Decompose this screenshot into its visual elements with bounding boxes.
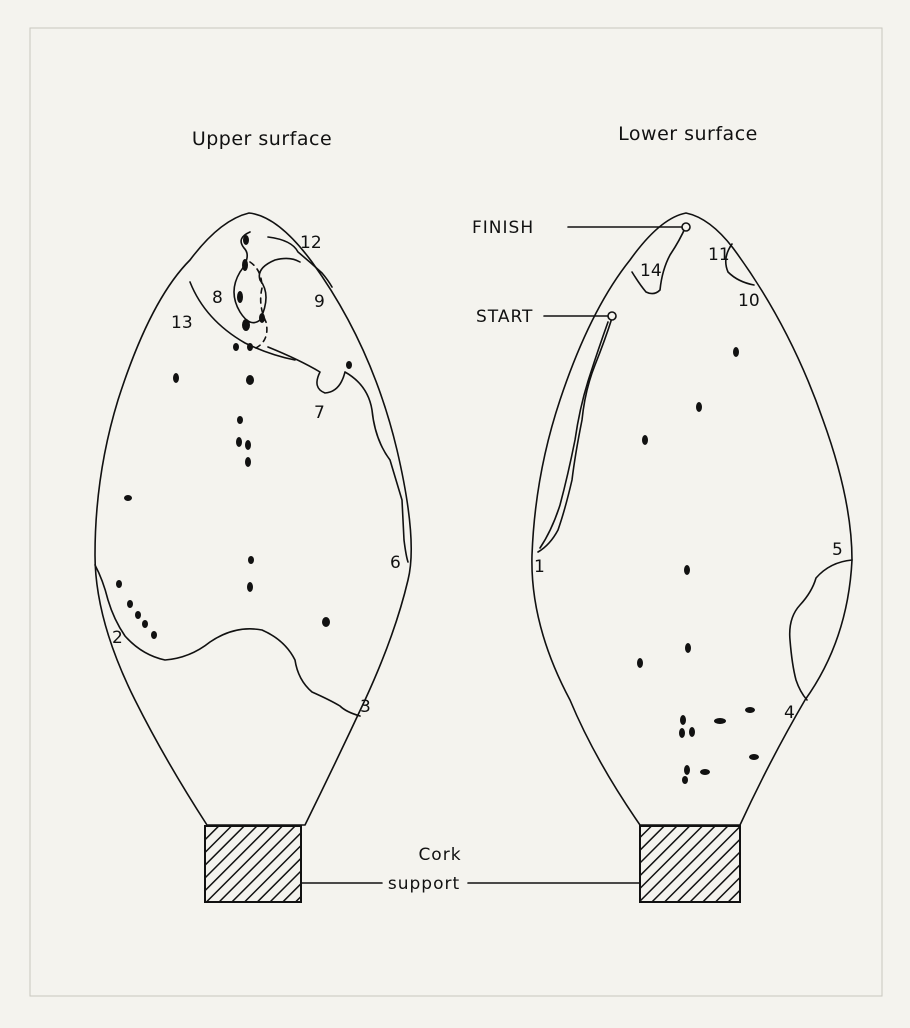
defect-dot: [247, 582, 253, 592]
upper-number-13: 13: [171, 313, 193, 333]
defect-dot: [679, 728, 685, 738]
defect-dot: [245, 440, 251, 450]
defect-dot: [124, 495, 132, 501]
defect-dot: [733, 347, 739, 357]
cork-label-line1: Cork: [418, 845, 461, 865]
defect-dot: [237, 291, 243, 303]
defect-dot: [248, 556, 254, 564]
upper-number-8: 8: [212, 288, 223, 308]
defect-dot: [242, 259, 248, 271]
defect-dot: [127, 600, 133, 608]
lower-boundary-4-5: [790, 560, 852, 700]
defect-dot: [142, 620, 148, 628]
lower-number-14: 14: [640, 261, 662, 281]
defect-dot: [745, 707, 755, 713]
upper-surface-specimen: 12 8 9 13 7 6 2 3: [95, 213, 411, 902]
defect-dot: [684, 565, 690, 575]
finish-marker: [682, 223, 690, 231]
defect-dot: [259, 313, 265, 323]
lower-boundary-10-11: [726, 244, 754, 285]
defect-dot: [242, 319, 250, 331]
defect-dot: [682, 776, 688, 784]
defect-dot: [236, 437, 242, 447]
defect-dot: [637, 658, 643, 668]
upper-number-12: 12: [300, 233, 322, 253]
defect-dot: [642, 435, 648, 445]
lower-cork-support: [640, 826, 740, 902]
upper-boundary-8: [234, 232, 300, 323]
defect-dot: [346, 361, 352, 369]
start-label: START: [476, 307, 533, 327]
defect-dot: [689, 727, 695, 737]
defect-dot: [233, 343, 239, 351]
finish-label: FINISH: [472, 218, 534, 238]
upper-cork-support: [205, 826, 301, 902]
defect-dot: [700, 769, 710, 775]
lower-number-4: 4: [784, 703, 795, 723]
upper-number-3: 3: [360, 697, 371, 717]
lower-surface-title: Lower surface: [618, 123, 758, 145]
start-marker: [608, 312, 616, 320]
lower-boundary-14: [632, 226, 686, 294]
lower-number-10: 10: [738, 291, 760, 311]
upper-boundary-8-dashed: [250, 262, 267, 348]
defect-dot: [135, 611, 141, 619]
defect-dot: [322, 617, 330, 627]
defect-dot: [245, 457, 251, 467]
defect-dot: [714, 718, 726, 724]
upper-surface-title: Upper surface: [192, 128, 332, 150]
lower-defect-dots: [637, 347, 759, 784]
defect-dot: [237, 416, 243, 424]
lower-number-5: 5: [832, 540, 843, 560]
lower-number-1: 1: [534, 557, 545, 577]
defect-dot: [246, 375, 254, 385]
defect-dot: [151, 631, 157, 639]
cork-label-line2: support: [388, 874, 460, 894]
upper-specimen-outline: [95, 213, 411, 825]
defect-dot: [696, 402, 702, 412]
upper-number-9: 9: [314, 292, 325, 312]
defect-dot: [684, 765, 690, 775]
upper-boundary-7: [268, 347, 408, 562]
defect-dot: [247, 343, 253, 351]
upper-number-6: 6: [390, 553, 401, 573]
defect-dot: [685, 643, 691, 653]
defect-dot: [680, 715, 686, 725]
defect-dot: [749, 754, 759, 760]
upper-boundary-2-3: [95, 565, 360, 716]
upper-number-7: 7: [314, 403, 325, 423]
defect-dot: [116, 580, 122, 588]
defect-dot: [173, 373, 179, 383]
defect-dot: [243, 235, 249, 245]
upper-number-2: 2: [112, 628, 123, 648]
lower-number-11: 11: [708, 245, 730, 265]
